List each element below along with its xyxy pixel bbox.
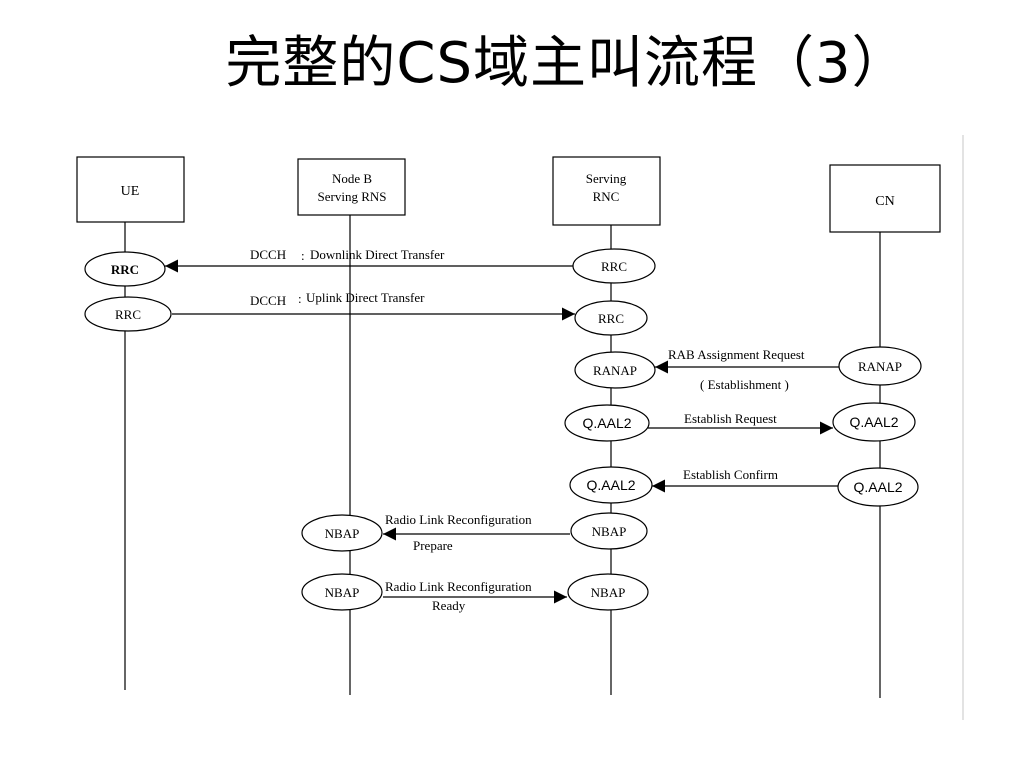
slide-title: 完整的CS域主叫流程（3） xyxy=(225,31,909,96)
ellipse-rnc-rrc-1-label: RRC xyxy=(601,259,627,274)
rab-assignment-label: RAB Assignment Request xyxy=(668,347,805,362)
ellipse-rnc-qaal2-1-label: Q.AAL2 xyxy=(582,415,631,431)
ellipse-ue-rrc-2: RRC xyxy=(84,296,172,332)
ellipse-rnc-nbap-1: NBAP xyxy=(570,512,648,550)
node-rnc-label-1: Serving xyxy=(586,171,627,186)
node-nodeb-label-1: Node B xyxy=(332,171,372,186)
messages xyxy=(165,259,843,604)
ellipse-ue-rrc-1: RRC xyxy=(84,251,166,287)
ellipse-cn-ranap-label: RANAP xyxy=(858,359,902,374)
node-nodeb-label-2: Serving RNS xyxy=(318,189,387,204)
lifelines xyxy=(124,215,881,698)
ellipse-cn-qaal2-1: Q.AAL2 xyxy=(832,402,916,442)
entity-ellipses: RRC RRC RRC RRC RANAP RANAP Q.AAL2 Q.AA xyxy=(84,248,922,611)
rl-reconfig-ready-line2: Ready xyxy=(432,598,466,613)
node-cn: CN xyxy=(829,164,941,233)
uplink-channel: DCCH xyxy=(250,293,286,308)
ellipse-rnc-rrc-2: RRC xyxy=(574,300,648,336)
node-rnc-label-2: RNC xyxy=(593,189,620,204)
node-ue-label: UE xyxy=(121,184,140,199)
ellipse-rnc-rrc-2-label: RRC xyxy=(598,311,624,326)
ellipse-nodeb-nbap-1: NBAP xyxy=(301,514,383,552)
ellipse-cn-qaal2-2-label: Q.AAL2 xyxy=(853,479,902,495)
node-cn-label: CN xyxy=(875,194,894,209)
ellipse-rnc-qaal2-1: Q.AAL2 xyxy=(564,404,650,442)
ellipse-rnc-nbap-1-label: NBAP xyxy=(592,524,627,539)
ellipse-ue-rrc-1-label: RRC xyxy=(111,262,139,277)
rab-establishment-label: ( Establishment ) xyxy=(700,377,789,392)
ellipse-rnc-ranap: RANAP xyxy=(574,351,656,389)
downlink-separator: : xyxy=(301,248,305,263)
uplink-label: Uplink Direct Transfer xyxy=(306,290,425,305)
establish-request-label: Establish Request xyxy=(684,411,777,426)
rl-reconfig-prepare-line2: Prepare xyxy=(413,538,453,553)
ellipse-nodeb-nbap-2-label: NBAP xyxy=(325,585,360,600)
ellipse-rnc-qaal2-2: Q.AAL2 xyxy=(569,466,653,504)
downlink-label: Downlink Direct Transfer xyxy=(310,247,445,262)
node-rnc: Serving RNC xyxy=(552,156,661,226)
downlink-channel: DCCH xyxy=(250,247,286,262)
ellipse-rnc-rrc-1: RRC xyxy=(572,248,656,284)
uplink-separator: : xyxy=(298,291,302,306)
ellipse-rnc-nbap-2: NBAP xyxy=(567,573,649,611)
ellipse-cn-qaal2-2: Q.AAL2 xyxy=(837,467,919,507)
rl-reconfig-prepare-line1: Radio Link Reconfiguration xyxy=(385,512,532,527)
ellipse-cn-ranap: RANAP xyxy=(838,346,922,386)
message-labels: DCCH : Downlink Direct Transfer DCCH : U… xyxy=(250,247,805,613)
establish-confirm-label: Establish Confirm xyxy=(683,467,778,482)
ellipse-rnc-nbap-2-label: NBAP xyxy=(591,585,626,600)
ellipse-rnc-ranap-label: RANAP xyxy=(593,363,637,378)
node-nodeb: Node B Serving RNS xyxy=(297,158,406,216)
node-ue: UE xyxy=(76,156,185,223)
rl-reconfig-ready-line1: Radio Link Reconfiguration xyxy=(385,579,532,594)
ellipse-rnc-qaal2-2-label: Q.AAL2 xyxy=(586,477,635,493)
ellipse-nodeb-nbap-2: NBAP xyxy=(301,573,383,611)
ellipse-nodeb-nbap-1-label: NBAP xyxy=(325,526,360,541)
ellipse-ue-rrc-2-label: RRC xyxy=(115,307,141,322)
ellipse-cn-qaal2-1-label: Q.AAL2 xyxy=(849,414,898,430)
